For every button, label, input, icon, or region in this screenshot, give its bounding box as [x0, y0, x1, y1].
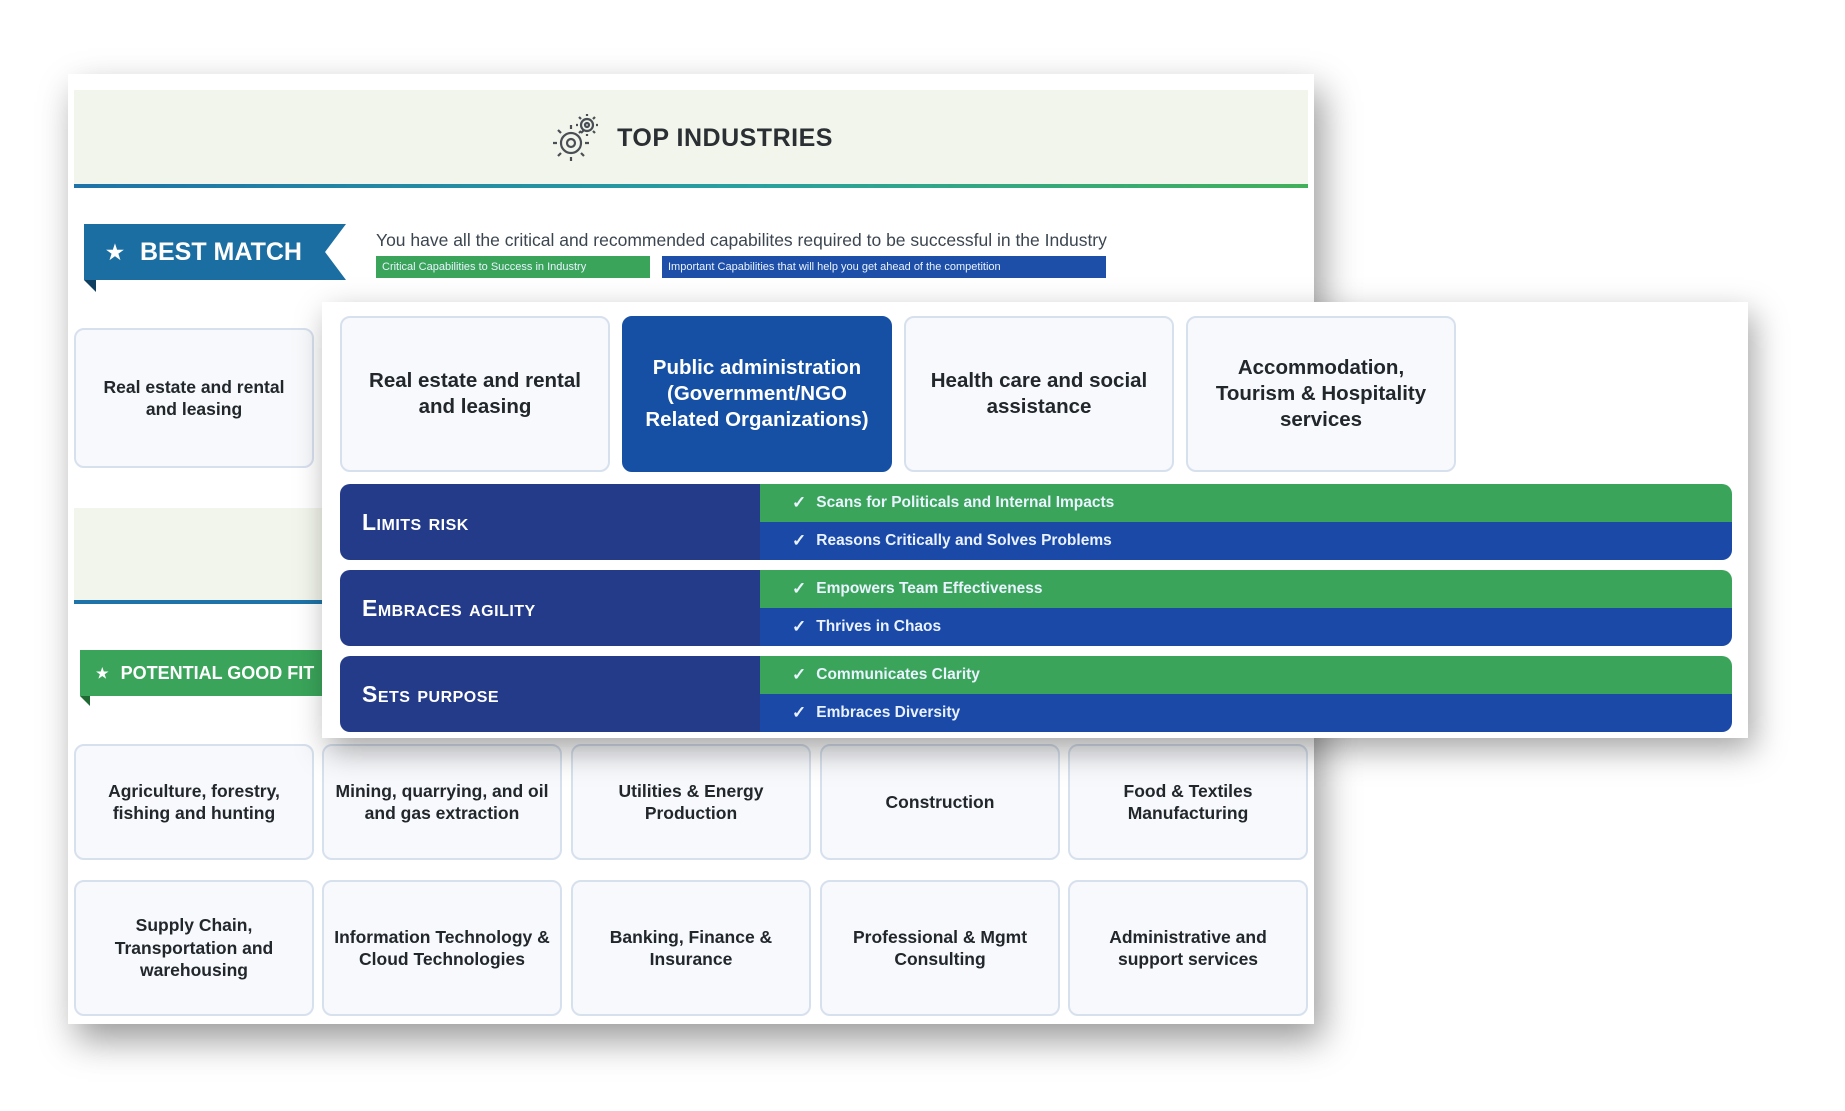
industry-card-agriculture[interactable]: Agriculture, forestry, fishing and hunti… — [74, 744, 314, 860]
industry-detail-panel: Real estate and rental and leasing Publi… — [322, 302, 1748, 738]
industry-card-administrative[interactable]: Administrative and support services — [1068, 880, 1308, 1016]
capability-text: Embraces Diversity — [816, 704, 961, 721]
potential-good-fit-label: POTENTIAL GOOD FIT — [120, 662, 315, 683]
industry-card-real-estate[interactable]: Real estate and rental and leasing — [340, 316, 610, 472]
industry-card-supply-chain[interactable]: Supply Chain, Transportation and warehou… — [74, 880, 314, 1016]
industry-card-information-technology[interactable]: Information Technology & Cloud Technolog… — [322, 880, 562, 1016]
best-match-description: You have all the critical and recommende… — [376, 230, 1107, 250]
industry-card-accommodation[interactable]: Accommodation, Tourism & Hospitality ser… — [1186, 316, 1456, 472]
industry-card-public-administration[interactable]: Public administration (Government/NGO Re… — [622, 316, 892, 472]
industry-card-consulting[interactable]: Professional & Mgmt Consulting — [820, 880, 1060, 1016]
ribbon-fold — [84, 280, 96, 292]
potential-good-fit-ribbon: ★ POTENTIAL GOOD FIT — [80, 650, 340, 696]
industry-card-health-care[interactable]: Health care and social assistance — [904, 316, 1174, 472]
critical-capability: ✓ Empowers Team Effectiveness — [760, 570, 1732, 608]
capability-text: Communicates Clarity — [816, 666, 980, 683]
industry-card-label: Information Technology & Cloud Technolog… — [334, 926, 550, 969]
industry-card-label: Real estate and rental and leasing — [369, 368, 581, 418]
check-icon: ✓ — [792, 531, 807, 550]
capability-text: Reasons Critically and Solves Problems — [816, 532, 1112, 549]
industry-card-label: Health care and social assistance — [930, 368, 1148, 418]
capability-row-embraces-agility: Embraces agility ✓ Empowers Team Effecti… — [340, 570, 1732, 646]
industry-card-food-textiles[interactable]: Food & Textiles Manufacturing — [1068, 744, 1308, 860]
best-match-ribbon: ★ BEST MATCH — [84, 224, 346, 280]
star-icon: ★ — [96, 664, 109, 681]
industry-card-label: Supply Chain, Transportation and warehou… — [114, 915, 274, 981]
industry-card-label: Food & Textiles Manufacturing — [1123, 780, 1253, 823]
important-capability: ✓ Embraces Diversity — [760, 694, 1732, 732]
industry-card-construction[interactable]: Construction — [820, 744, 1060, 860]
capability-label: Embraces agility — [340, 570, 760, 646]
legend-critical: Critical Capabilities to Success in Indu… — [376, 256, 650, 278]
check-icon: ✓ — [792, 665, 807, 684]
ribbon-fold — [80, 696, 90, 706]
star-icon: ★ — [106, 241, 124, 264]
industry-card-label: Construction — [885, 791, 995, 812]
important-capability: ✓ Reasons Critically and Solves Problems — [760, 522, 1732, 560]
section-header-band — [74, 508, 334, 604]
industry-card-label: Administrative and support services — [1109, 926, 1267, 969]
capability-row-sets-purpose: Sets purpose ✓ Communicates Clarity ✓ Em… — [340, 656, 1732, 732]
legend-important: Important Capabilities that will help yo… — [662, 256, 1106, 278]
check-icon: ✓ — [792, 617, 807, 636]
capability-label: Limits risk — [340, 484, 760, 560]
check-icon: ✓ — [792, 493, 807, 512]
industry-card-label: Professional & Mgmt Consulting — [852, 926, 1028, 969]
section-divider — [74, 600, 334, 604]
critical-capability: ✓ Scans for Politicals and Internal Impa… — [760, 484, 1732, 522]
header-divider — [74, 184, 1308, 188]
top-industries-header: TOP INDUSTRIES — [74, 90, 1308, 186]
industry-card-label: Mining, quarrying, and oil and gas extra… — [335, 780, 549, 823]
industry-card-label: Banking, Finance & Insurance — [609, 926, 773, 969]
important-capability: ✓ Thrives in Chaos — [760, 608, 1732, 646]
industry-card-label: Public administration (Government/NGO Re… — [645, 355, 869, 432]
critical-capability: ✓ Communicates Clarity — [760, 656, 1732, 694]
capability-text: Empowers Team Effectiveness — [816, 580, 1043, 597]
industry-card-label: Real estate and rental and leasing — [103, 376, 285, 419]
check-icon: ✓ — [792, 703, 807, 722]
best-match-label: BEST MATCH — [139, 237, 302, 266]
page-title: TOP INDUSTRIES — [617, 123, 833, 152]
industry-card-banking[interactable]: Banking, Finance & Insurance — [571, 880, 811, 1016]
industry-card-label: Agriculture, forestry, fishing and hunti… — [108, 780, 280, 823]
industry-card-utilities[interactable]: Utilities & Energy Production — [571, 744, 811, 860]
gear-icon — [553, 114, 599, 161]
capability-row-limits-risk: Limits risk ✓ Scans for Politicals and I… — [340, 484, 1732, 560]
industry-card-real-estate[interactable]: Real estate and rental and leasing — [74, 328, 314, 468]
capability-text: Thrives in Chaos — [816, 618, 942, 635]
industry-card-mining[interactable]: Mining, quarrying, and oil and gas extra… — [322, 744, 562, 860]
capability-text: Scans for Politicals and Internal Impact… — [816, 494, 1115, 511]
industry-card-label: Utilities & Energy Production — [618, 780, 764, 823]
capability-label: Sets purpose — [340, 656, 760, 732]
check-icon: ✓ — [792, 579, 807, 598]
industry-card-label: Accommodation, Tourism & Hospitality ser… — [1215, 355, 1427, 432]
